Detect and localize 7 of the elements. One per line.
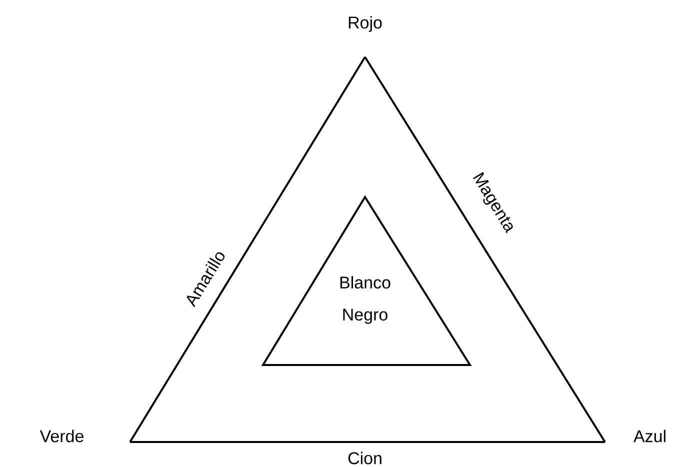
triangle-side xyxy=(129,56,366,443)
vertex-label: Rojo xyxy=(348,16,382,32)
triangle-side xyxy=(364,56,606,443)
vertex-label: Verde xyxy=(40,430,84,442)
vertex-label: Azul xyxy=(634,430,666,442)
triangle-side xyxy=(130,441,605,443)
edge-label: Cion xyxy=(348,452,382,464)
